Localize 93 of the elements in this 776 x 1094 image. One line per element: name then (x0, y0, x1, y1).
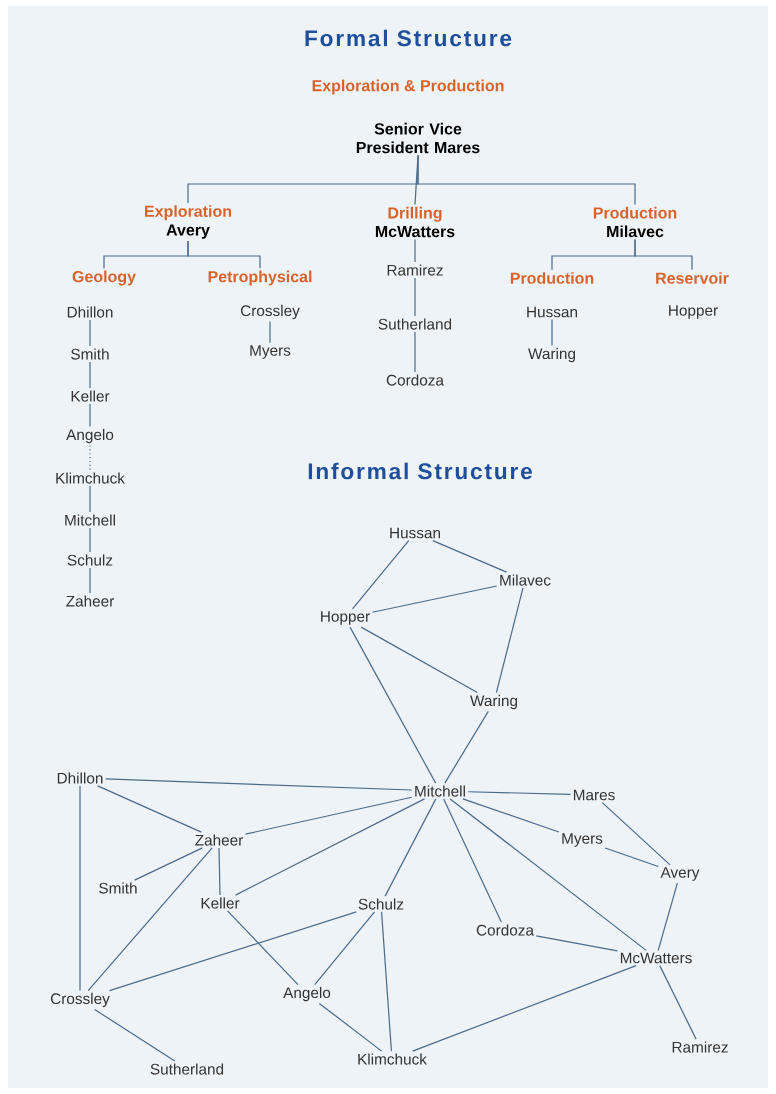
person-name: Keller (71, 390, 110, 402)
person-name: Schulz (358, 898, 404, 910)
division-heading: Production Milavec (593, 206, 677, 238)
connector-line (89, 361, 91, 389)
person-name: Myers (250, 345, 291, 359)
connector-line (604, 847, 659, 868)
person-name: Avery (660, 867, 700, 881)
connector-line (314, 911, 376, 986)
connector-line (105, 778, 413, 791)
connector-line (443, 798, 502, 923)
person-name: Milavec (500, 574, 551, 586)
person-name: Klimchuck (56, 472, 125, 484)
person-name: Dhillon (67, 306, 113, 318)
person-name: Sutherland (378, 318, 452, 330)
person-name: Hussan (527, 306, 577, 318)
person-name: Crossley (50, 992, 110, 1008)
connector-line (89, 527, 91, 553)
person-name: Cordoza (386, 374, 444, 386)
connector-line (417, 154, 636, 206)
department-heading: Production (510, 272, 594, 284)
connector-line (601, 802, 671, 866)
connector-line (495, 587, 524, 694)
connector-line (94, 1008, 176, 1062)
person-name: Hussan (390, 527, 440, 539)
section-title: Informal Structure (308, 462, 532, 480)
person-name: Angelo (66, 428, 114, 444)
connector-line (657, 882, 678, 951)
department-heading: Geology (72, 270, 136, 286)
department-heading: Petrophysical (208, 270, 312, 286)
person-name: Angelo (283, 986, 331, 1002)
connector-line (218, 847, 221, 896)
person-name: Zaheer (195, 834, 244, 846)
connector-line (108, 911, 357, 992)
person-name: Keller (201, 897, 240, 909)
section-title: Formal Structure (305, 29, 512, 47)
connector-line (226, 910, 299, 986)
connector-line (444, 710, 489, 784)
person-name: Cordoza (476, 924, 534, 936)
connector-line (89, 485, 91, 513)
connector-line (414, 238, 416, 263)
connector-line (269, 320, 271, 344)
connector-line (134, 847, 203, 881)
person-name: Schulz (67, 554, 113, 566)
connector-line (414, 331, 416, 373)
connector-line (89, 567, 91, 594)
division-heading: Exploration Avery (145, 205, 231, 239)
person-name: Mitchell (415, 785, 465, 797)
person-name: Ramirez (387, 264, 443, 276)
connector-line (371, 585, 498, 613)
connector-line (462, 798, 560, 833)
connector-line (349, 626, 437, 784)
division-heading: Exploration & Production (312, 79, 504, 95)
person-name: Mitchell (65, 514, 115, 526)
connector-line (414, 277, 416, 317)
connector-line (634, 238, 693, 271)
connector-line (87, 847, 213, 992)
connector-line (89, 319, 91, 347)
person-name: McWatters (620, 952, 692, 964)
connector-line (449, 798, 647, 951)
person-name: Ramirez (672, 1041, 728, 1053)
connector-line (318, 1002, 383, 1052)
person-name: Hopper (321, 611, 370, 625)
connector-line (351, 540, 410, 610)
connector-line (535, 935, 618, 952)
connector-line (551, 319, 553, 347)
person-name: Dhillon (57, 772, 103, 784)
connector-line (97, 785, 202, 833)
connector-line (380, 911, 393, 1052)
connector-line (187, 240, 261, 269)
person-name: Mares (573, 789, 615, 801)
connector-line (384, 798, 437, 897)
person-name: Smith (99, 882, 137, 894)
person-name: Zaheer (66, 595, 115, 607)
person-name: Waring (528, 347, 575, 363)
connector-line (432, 540, 508, 573)
executive-name: Senior Vice President Mares (356, 122, 480, 154)
department-heading: Reservoir (656, 272, 729, 284)
division-heading: Drilling McWatters (375, 206, 455, 238)
person-name: Waring (470, 694, 517, 710)
person-name: Sutherland (150, 1063, 224, 1075)
person-name: Myers (562, 833, 603, 847)
person-name: Hopper (669, 305, 718, 319)
connector-line (89, 403, 91, 428)
connector-line (659, 965, 697, 1040)
connector-line (360, 626, 478, 694)
connector-line (467, 791, 572, 795)
person-name: Crossley (240, 304, 300, 320)
connector-line (244, 796, 413, 835)
person-name: Klimchuck (358, 1053, 427, 1065)
connector-line (79, 785, 81, 992)
connector-line (234, 798, 426, 896)
connector-line (412, 965, 637, 1052)
person-name: Smith (71, 348, 109, 360)
